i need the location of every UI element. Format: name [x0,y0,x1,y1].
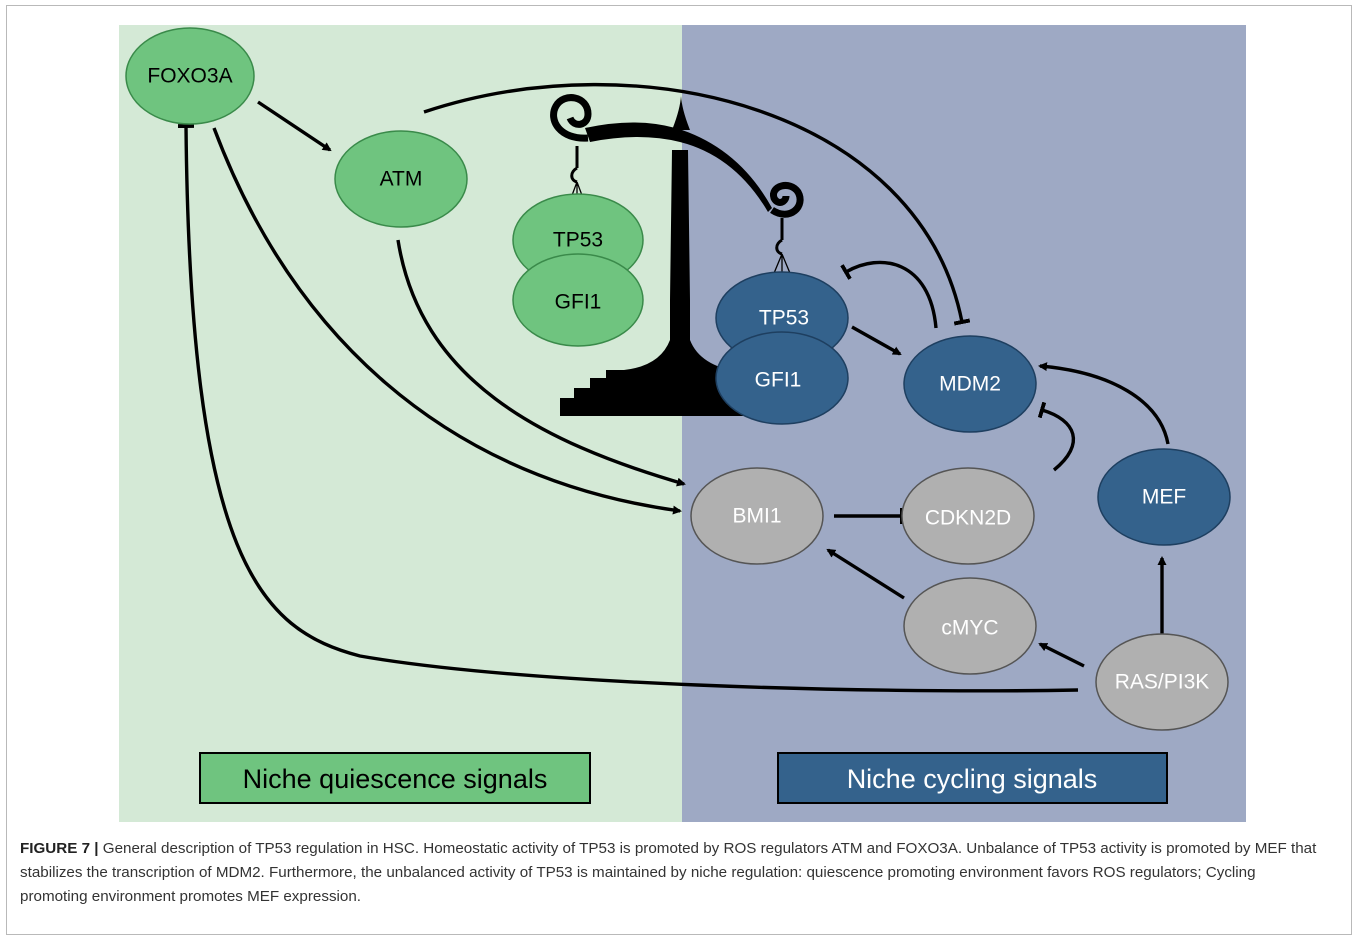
edge-mef-mdm2 [1038,362,1170,445]
edge-ras-foxo3a [177,123,1079,693]
edge-atm-bmi1 [396,239,686,487]
node-atm: ATM [334,130,468,228]
node-gfi1-green: GFI1 [512,253,644,347]
node-atm-label: ATM [380,168,423,191]
edge-tp53-mdm2 [851,325,902,356]
node-mef: MEF [1097,448,1231,546]
node-gfi1-green-label: GFI1 [555,291,602,314]
node-ras-pi3k: RAS/PI3K [1095,633,1229,731]
node-bmi1-label: BMI1 [732,505,781,528]
node-foxo3a-label: FOXO3A [147,65,232,88]
edge-mdm2-tp53 [840,260,938,329]
legend-quiescence: Niche quiescence signals [199,752,591,804]
node-cdkn2d: CDKN2D [901,467,1035,565]
figure-caption: FIGURE 7 | General description of TP53 r… [20,837,1320,909]
caption-label: FIGURE 7 | [20,840,99,857]
node-mef-label: MEF [1142,486,1186,509]
node-tp53-green-label: TP53 [553,229,603,252]
node-cmyc-label: cMYC [941,617,998,640]
edge-cdkn2d-mdm2 [1037,401,1075,472]
legend-cycling-label: Niche cycling signals [847,764,1098,794]
edge-atm-mdm2 [423,82,971,326]
node-ras-pi3k-label: RAS/PI3K [1115,671,1210,694]
node-cmyc: cMYC [903,577,1037,675]
node-cdkn2d-label: CDKN2D [925,507,1011,530]
node-gfi1-blue-label: GFI1 [755,369,802,392]
edge-foxo3a-bmi1 [212,127,682,515]
node-tp53-blue-label: TP53 [759,307,809,330]
node-foxo3a: FOXO3A [125,27,255,125]
edge-cmyc-bmi1 [826,548,905,600]
node-bmi1: BMI1 [690,467,824,565]
node-gfi1-blue: GFI1 [715,331,849,425]
legend-quiescence-label: Niche quiescence signals [243,764,548,794]
legend-cycling: Niche cycling signals [777,752,1168,804]
caption-text: General description of TP53 regulation i… [20,840,1317,905]
edge-ras-cmyc [1038,642,1085,668]
edge-foxo3a-atm [257,100,332,152]
diagram: FOXO3A ATM TP53 GFI1 TP53 GFI1 MDM2 BMI1… [119,25,1246,822]
node-mdm2-label: MDM2 [939,373,1001,396]
node-mdm2: MDM2 [903,335,1037,433]
